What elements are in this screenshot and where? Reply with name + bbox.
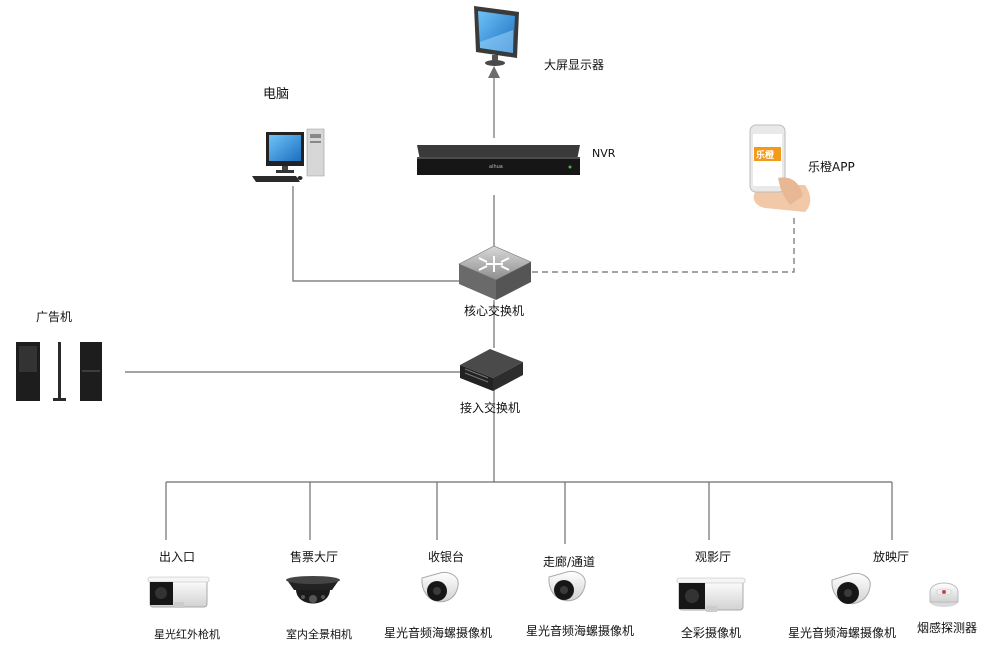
device-label-panoramic: 室内全景相机 [286,628,352,641]
panoramic-camera-icon [286,576,340,604]
location-label-cashier: 收银台 [428,550,465,564]
location-label-entrance: 出入口 [159,550,196,564]
bullet-camera-icon [676,577,746,612]
access-switch-label: 接入交换机 [460,401,521,415]
device-label-conch-2: 星光音频海螺摄像机 [526,624,635,638]
display-label: 大屏显示器 [544,58,605,72]
device-label-full-color: 全彩摄像机 [681,626,742,640]
eyeball-camera-icon [548,571,586,602]
device-label-smoke-detector: 烟感探测器 [917,621,978,635]
app-logo-text: 乐橙 [756,149,775,161]
device-label-conch-1: 星光音频海螺摄像机 [384,626,493,640]
location-label-viewing-hall: 观影厅 [695,550,732,564]
eyeball-camera-icon [831,573,871,604]
pc-to-core-link [292,186,462,282]
connections [125,66,893,544]
pc-label: 电脑 [263,87,290,102]
device-label-conch-3: 星光音频海螺摄像机 [788,626,897,640]
location-label-corridor: 走廊/通道 [543,555,596,569]
svg-text:alhua: alhua [489,164,503,170]
mobile-app-icon: 乐橙 [749,124,811,212]
monitor-icon [474,6,519,66]
app-to-core-link [532,214,795,273]
ad-machine-label: 广告机 [36,310,73,324]
access-switch-icon [460,349,523,391]
desktop-pc-icon [252,128,325,182]
device-label-infrared-bullet: 星光红外枪机 [154,628,220,641]
app-label: 乐橙APP [808,160,855,174]
eyeball-camera-icon [421,572,459,603]
ad-machine-icon [16,342,102,401]
smoke-detector-icon [929,582,959,607]
nvr-label: NVR [592,147,616,160]
core-switch-icon [458,245,532,300]
location-label-projection-room: 放映厅 [873,550,910,564]
core-switch-label: 核心交换机 [464,304,525,318]
location-label-ticket-hall: 售票大厅 [290,550,339,564]
nvr-icon: alhua [417,145,580,175]
bullet-camera-icon [147,576,210,608]
